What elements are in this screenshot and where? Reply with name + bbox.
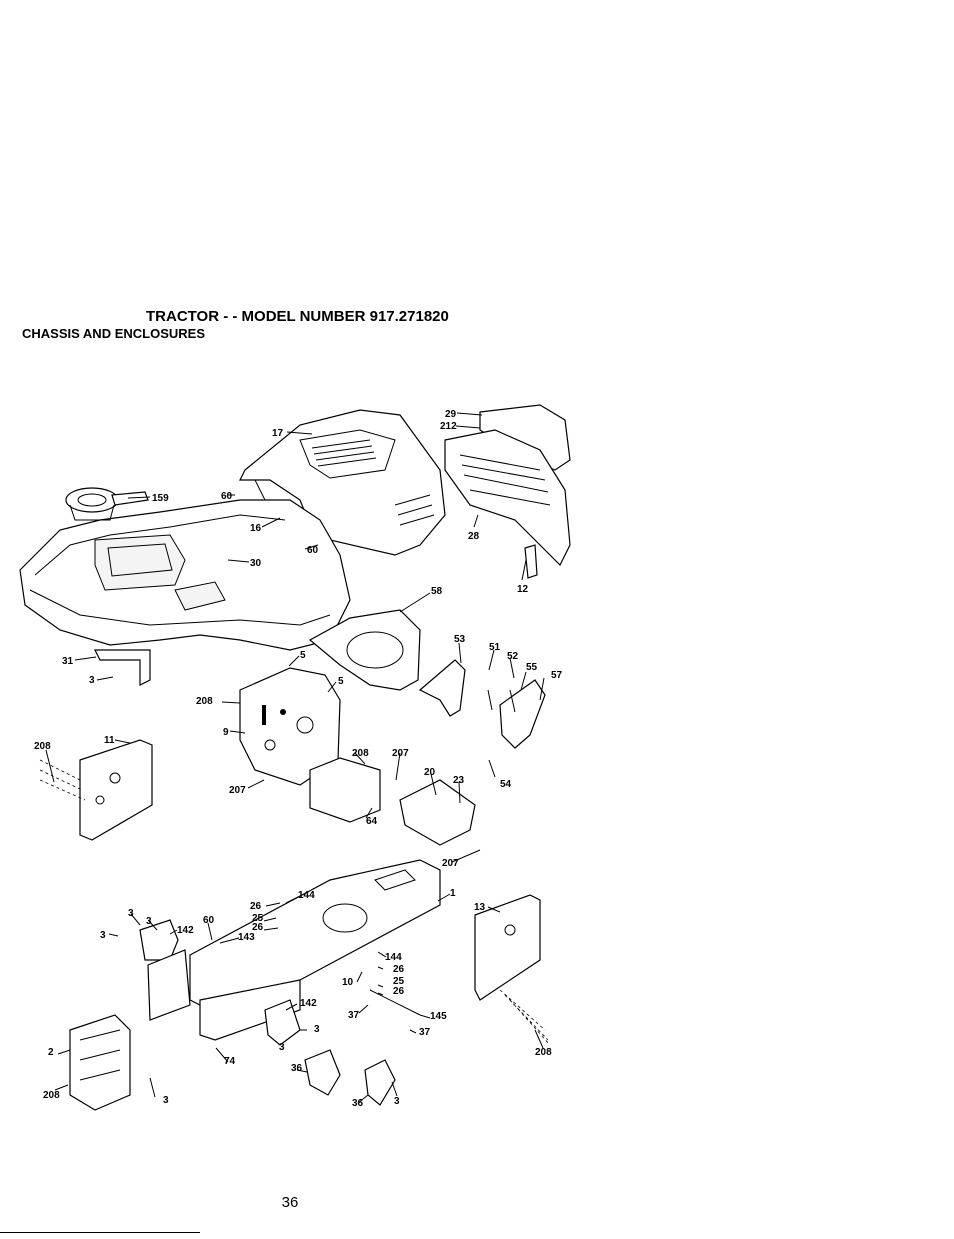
callout-1: 1 (450, 888, 456, 899)
callout-159: 159 (152, 493, 169, 504)
callout-26c: 26 (393, 964, 405, 975)
shroud-part (308, 609, 421, 691)
callout-51: 51 (489, 642, 501, 653)
bracket-142b (264, 999, 301, 1046)
page-number: 36 (281, 1194, 299, 1211)
callout-25b: 25 (393, 976, 405, 987)
bracket-36b (364, 1059, 396, 1106)
front-plate (147, 949, 191, 1021)
callout-208b: 208 (352, 748, 369, 759)
callout-12: 12 (517, 584, 529, 595)
callout-208e: 208 (535, 1047, 552, 1058)
callout-26a: 26 (250, 901, 262, 912)
bracket-31 (94, 649, 151, 686)
bracket-53 (418, 659, 466, 717)
callout-3g: 3 (279, 1042, 285, 1053)
callout-11: 11 (104, 735, 115, 746)
callout-143: 143 (238, 932, 255, 943)
bracket-36a (304, 1049, 341, 1096)
callout-208c: 208 (34, 741, 51, 752)
callout-64: 64 (366, 816, 378, 827)
hood-part (239, 409, 446, 556)
callout-142a: 142 (177, 925, 194, 936)
callout-212: 212 (440, 421, 457, 432)
page-subtitle: CHASSIS AND ENCLOSURES (22, 326, 205, 341)
callout-144a: 144 (298, 890, 315, 901)
callout-3c: 3 (146, 916, 152, 927)
callout-20: 20 (424, 767, 436, 778)
callout-54: 54 (500, 779, 512, 790)
callout-60a: 60 (221, 491, 233, 502)
callout-207b: 207 (392, 748, 409, 759)
leader-lines (45, 412, 545, 1104)
callout-2: 2 (48, 1047, 54, 1058)
footrest-plate (399, 779, 476, 846)
callout-26b: 26 (252, 922, 264, 933)
callout-29: 29 (445, 409, 457, 420)
callout-3b: 3 (128, 908, 134, 919)
callout-208d: 208 (43, 1090, 60, 1101)
callout-16: 16 (250, 523, 262, 534)
callout-55: 55 (526, 662, 538, 673)
callout-53: 53 (454, 634, 466, 645)
callout-30: 30 (250, 558, 262, 569)
callout-13: 13 (474, 902, 486, 913)
callout-28: 28 (468, 531, 480, 542)
callout-144b: 144 (385, 952, 402, 963)
main-frame-part (189, 859, 441, 1041)
page-title: TRACTOR - - MODEL NUMBER 917.271820 (146, 308, 449, 325)
callout-52: 52 (507, 651, 519, 662)
callout-37b: 37 (419, 1027, 431, 1038)
callout-207c: 207 (442, 858, 459, 869)
left-side-panel (39, 739, 153, 841)
front-axle-bracket (139, 919, 179, 961)
callout-37a: 37 (348, 1010, 360, 1021)
callout-9: 9 (223, 727, 229, 738)
fender-deck-part (19, 499, 351, 651)
callout-25a: 25 (252, 913, 264, 924)
callout-58: 58 (431, 586, 443, 597)
callout-207a: 207 (229, 785, 246, 796)
rear-panel-part (444, 404, 571, 579)
callout-3d: 3 (100, 930, 106, 941)
callout-57: 57 (551, 670, 563, 681)
right-side-panel (474, 894, 551, 1046)
callout-10: 10 (342, 977, 354, 988)
callout-3h: 3 (394, 1096, 400, 1107)
callout-3f: 3 (163, 1095, 169, 1106)
callout-26d: 26 (393, 986, 405, 997)
callout-3a: 3 (89, 675, 95, 686)
callout-17: 17 (272, 428, 284, 439)
callout-36a: 36 (291, 1063, 303, 1074)
callout-60c: 60 (203, 915, 215, 926)
callout-31: 31 (62, 656, 74, 667)
bracket-57 (499, 679, 546, 749)
callout-74: 74 (224, 1056, 236, 1067)
callout-36b: 36 (352, 1098, 364, 1109)
front-grille-part (69, 1014, 131, 1111)
footer-rule (0, 1232, 200, 1233)
callout-labels: 17 29 212 159 60 16 28 60 30 12 58 53 51… (34, 409, 563, 1109)
seat-part (65, 487, 149, 521)
callout-3e: 3 (314, 1024, 320, 1035)
callout-5a: 5 (300, 650, 306, 661)
rod-145 (369, 989, 421, 1016)
callout-23: 23 (453, 775, 465, 786)
callout-145: 145 (430, 1011, 447, 1022)
callout-60b: 60 (307, 545, 319, 556)
callout-5b: 5 (338, 676, 344, 687)
callout-142b: 142 (300, 998, 317, 1009)
callout-208a: 208 (196, 696, 213, 707)
console-box-part (309, 757, 381, 823)
